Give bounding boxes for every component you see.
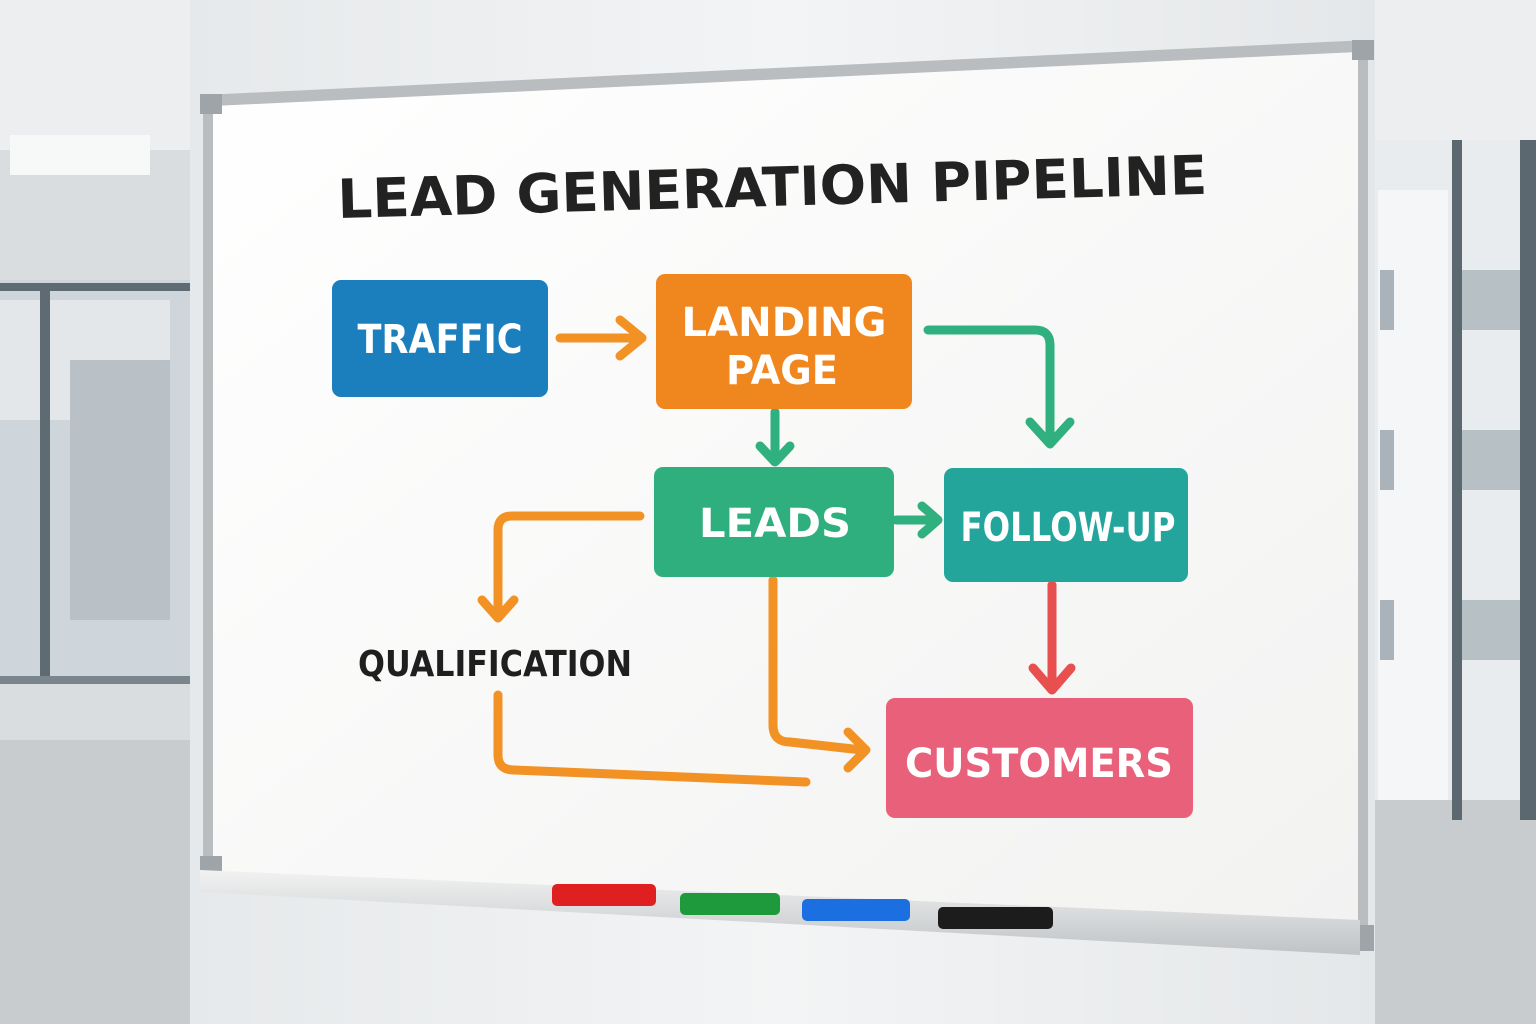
qualification-label: QUALIFICATION [358,644,632,685]
landing-page-label-line1: LANDING [682,300,887,346]
landing-page-box [656,274,912,409]
node-customers: CUSTOMERS [886,698,1193,818]
arrow-landing-to-leads [755,407,795,467]
connector-qualification-bottom [493,690,811,787]
arrow-leads-to-customers [768,575,871,773]
markers [552,884,1053,929]
landing-page-label-line2: PAGE [726,348,838,394]
customers-label: CUSTOMERS [905,741,1173,787]
node-landing-page: LANDING PAGE [656,274,912,409]
leads-box [654,467,894,577]
traffic-box [332,280,548,397]
node-follow-up: FOLLOW-UP [944,468,1188,582]
corner-cap-top-left [200,94,222,114]
arrow-leads-to-followup [891,501,943,539]
follow-up-label: FOLLOW-UP [961,505,1176,551]
arrow-landing-to-followup [923,325,1075,449]
node-leads: LEADS [654,467,894,577]
arrow-followup-to-customers [1028,580,1076,695]
marker-tray [200,870,1360,955]
black-marker[interactable] [938,907,1053,929]
arrow-leads-to-qualification [477,511,645,623]
traffic-label: TRAFFIC [358,317,523,363]
connectors [477,315,1076,787]
node-traffic: TRAFFIC [332,280,548,397]
leads-label: LEADS [699,501,851,547]
follow-up-box [944,468,1188,582]
corner-cap-top-right [1352,40,1374,60]
green-marker[interactable] [680,893,780,915]
left-window [0,280,190,684]
red-marker[interactable] [552,884,656,906]
customers-box [886,698,1193,818]
right-window [1370,140,1536,820]
arrow-traffic-to-landing [555,315,647,361]
blue-marker[interactable] [802,899,910,921]
